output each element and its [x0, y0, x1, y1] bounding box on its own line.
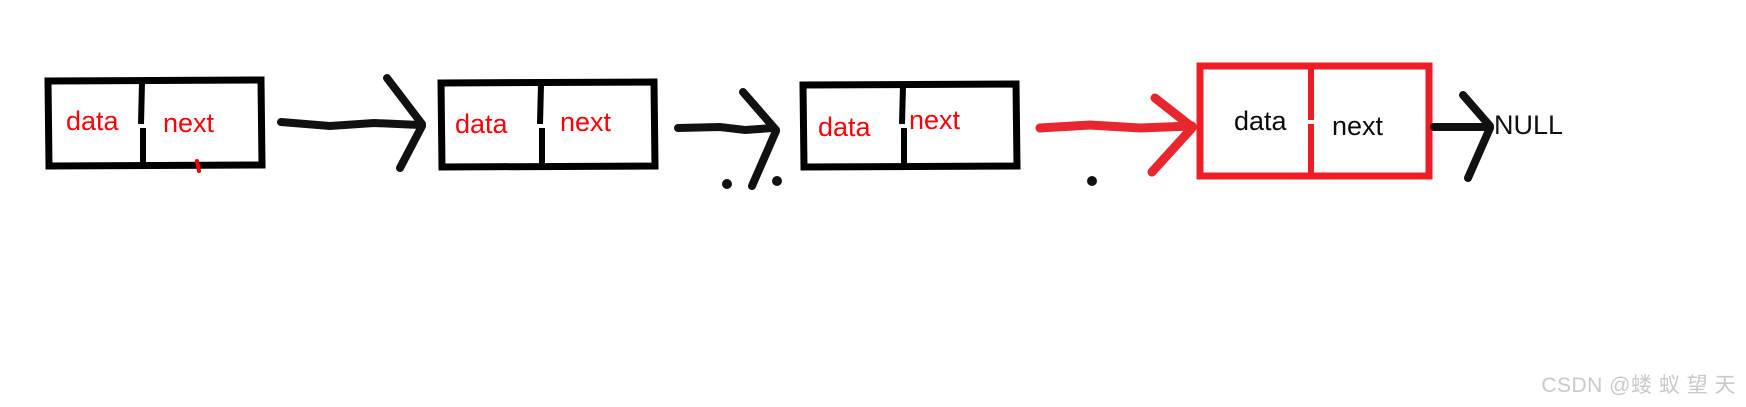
node-3	[799, 80, 1021, 171]
node-1	[44, 76, 266, 170]
arrow-red	[1035, 93, 1197, 177]
csdn-watermark: CSDN @蝼 蚁 望 天	[1541, 374, 1736, 397]
node-3-next-label: next	[909, 105, 961, 135]
node-4	[1196, 62, 1433, 180]
node-3-divider	[899, 85, 907, 166]
ellipsis-dot	[722, 179, 732, 189]
node-3-outline	[799, 80, 1021, 171]
arrow-null	[1430, 91, 1494, 182]
ellipsis-dot	[772, 176, 782, 186]
arrow-2	[674, 88, 780, 190]
node-2-divider	[537, 83, 545, 166]
node-2-next-label: next	[560, 107, 612, 137]
ellipsis-dot	[1087, 176, 1097, 186]
red-tick-mark	[195, 159, 201, 173]
arrow-1	[277, 74, 426, 172]
node-4-next-label: next	[1332, 111, 1384, 141]
ellipsis-dots	[722, 176, 782, 189]
node-4-outline	[1196, 62, 1433, 180]
node-1-outline	[44, 76, 266, 170]
node-2	[437, 78, 659, 171]
node-4-data-label: data	[1234, 106, 1287, 136]
node-3-data-label: data	[818, 112, 871, 142]
node-1-divider	[138, 81, 146, 165]
node-1-data-label: data	[66, 106, 119, 136]
node-1-next-label: next	[163, 108, 215, 138]
node-2-outline	[437, 78, 659, 171]
null-terminator-label: NULL	[1494, 110, 1564, 140]
node-2-data-label: data	[455, 109, 508, 139]
